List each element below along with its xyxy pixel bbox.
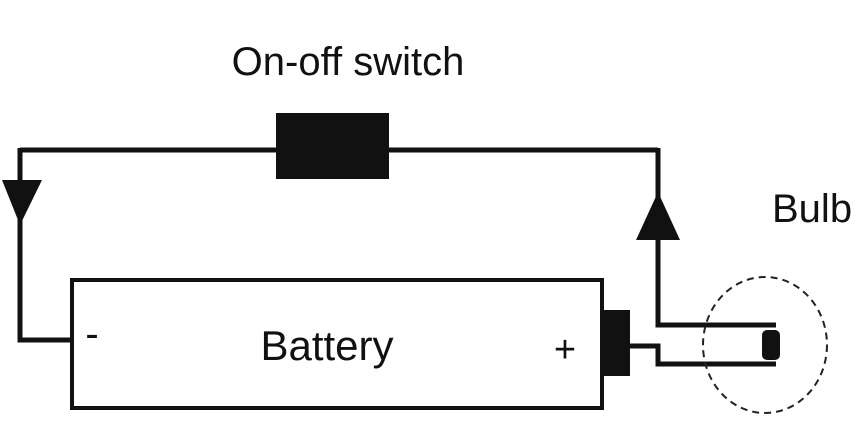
battery-to-bulb-wire bbox=[630, 343, 776, 367]
up-arrow-icon bbox=[636, 192, 680, 240]
battery-plus-sign: + bbox=[554, 329, 576, 371]
bulb-glass-outline bbox=[702, 276, 828, 414]
bulb-filament bbox=[762, 330, 780, 360]
battery-body bbox=[70, 278, 604, 410]
bulb-label: Bulb bbox=[772, 187, 852, 231]
left-wire bbox=[17, 148, 72, 343]
battery-minus-sign: - bbox=[85, 312, 98, 356]
battery-positive-terminal bbox=[602, 310, 630, 376]
down-arrow-icon bbox=[2, 180, 42, 225]
switch-label: On-off switch bbox=[232, 40, 465, 84]
battery-label: Battery bbox=[260, 322, 393, 369]
on-off-switch bbox=[276, 113, 389, 179]
